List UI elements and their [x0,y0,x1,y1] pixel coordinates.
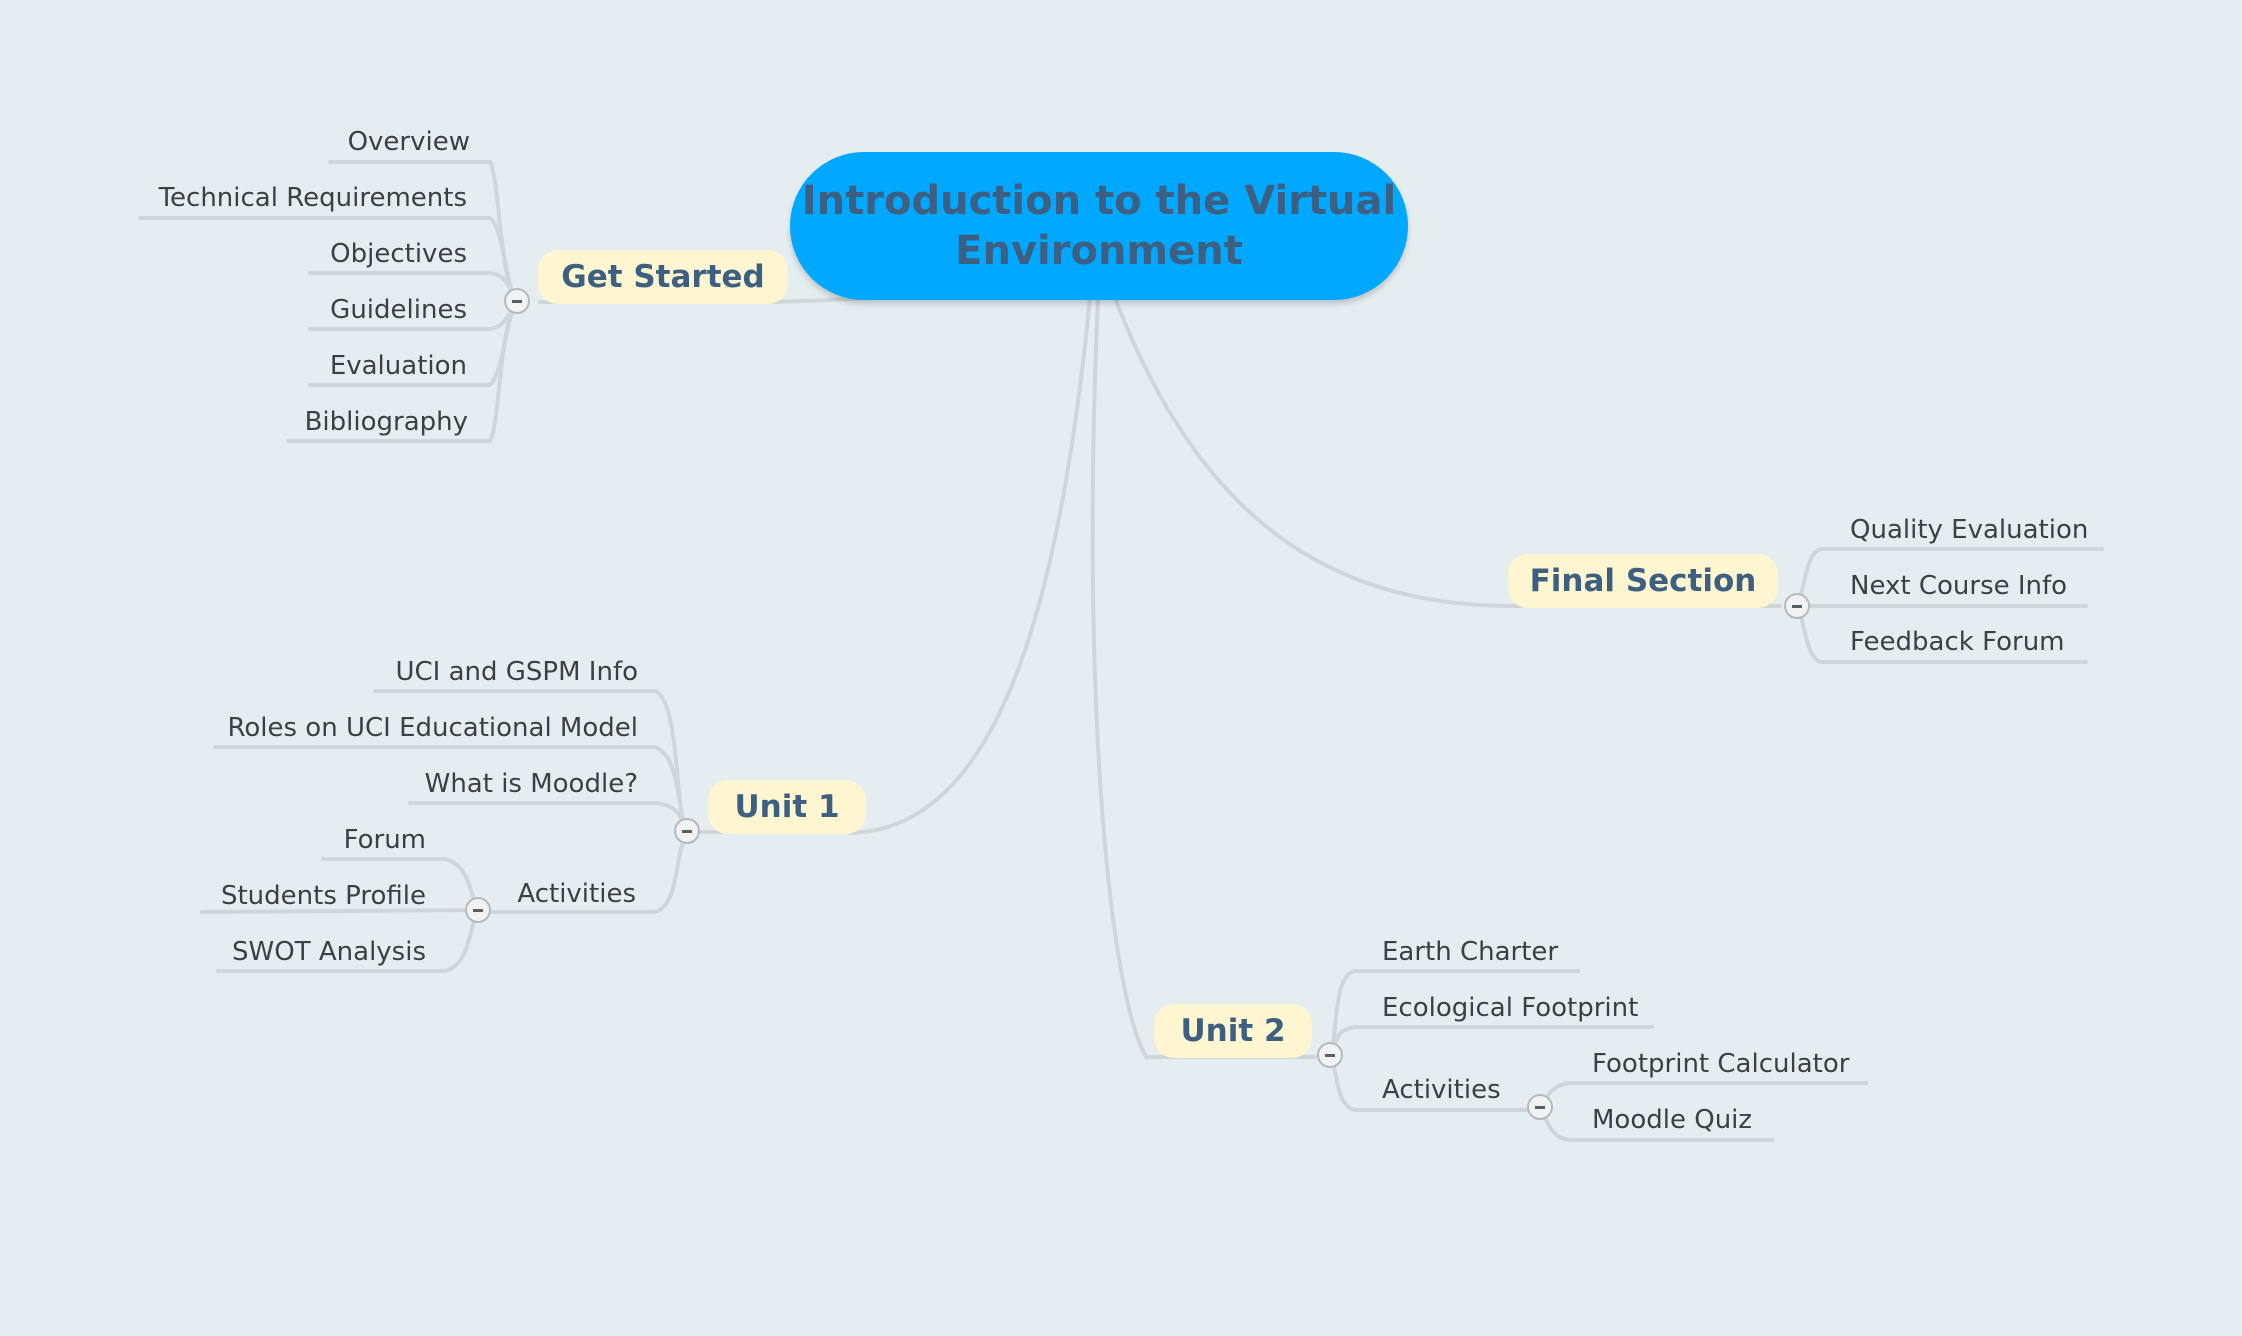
collapse-toggle-unit-1-activities[interactable] [465,897,491,923]
leaf-overview[interactable]: Overview [347,127,470,157]
leaf-what-is-moodle[interactable]: What is Moodle? [424,769,638,799]
leaf-moodle-quiz[interactable]: Moodle Quiz [1592,1105,1753,1135]
leaf-technical-requirements[interactable]: Technical Requirements [158,183,467,213]
collapse-toggle-unit-2[interactable] [1317,1042,1343,1068]
leaf-ecological-footprint[interactable]: Ecological Footprint [1382,993,1639,1023]
root-title-line1: Introduction to the Virtual [801,178,1397,224]
leaf-guidelines[interactable]: Guidelines [330,295,467,325]
branch-unit-2[interactable]: Unit 2 [1154,1004,1312,1058]
collapse-toggle-final-section[interactable] [1784,593,1810,619]
collapse-toggle-unit-1[interactable] [674,818,700,844]
leaf-earth-charter[interactable]: Earth Charter [1382,937,1559,967]
leaf-footprint-calculator[interactable]: Footprint Calculator [1592,1049,1850,1079]
leaf-roles-uci-educational-model[interactable]: Roles on UCI Educational Model [227,713,638,743]
branch-get-started[interactable]: Get Started [538,250,788,304]
branch-label: Unit 2 [1180,1013,1286,1049]
leaf-objectives[interactable]: Objectives [330,239,467,269]
branch-unit-1[interactable]: Unit 1 [708,780,866,834]
leaf-evaluation[interactable]: Evaluation [329,351,467,381]
leaf-uci-gspm-info[interactable]: UCI and GSPM Info [395,657,638,687]
root-title-line2: Environment [955,228,1243,274]
leaf-bibliography[interactable]: Bibliography [304,407,468,437]
leaf-forum[interactable]: Forum [343,825,426,855]
branch-final-section[interactable]: Final Section [1508,554,1778,608]
branch-label: Get Started [561,259,765,295]
branch-label: Unit 1 [734,789,840,825]
leaf-students-profile[interactable]: Students Profile [220,881,426,911]
leaf-feedback-forum[interactable]: Feedback Forum [1850,627,2065,657]
leaf-activities-unit-2[interactable]: Activities [1382,1075,1501,1105]
leaf-activities-unit-1[interactable]: Activities [517,879,636,909]
leaf-next-course-info[interactable]: Next Course Info [1850,571,2068,601]
leaf-swot-analysis[interactable]: SWOT Analysis [232,937,426,967]
branch-label: Final Section [1529,563,1757,599]
root-topic[interactable]: Introduction to the Virtual Environment [790,152,1408,300]
leaf-quality-evaluation[interactable]: Quality Evaluation [1850,515,2089,545]
collapse-toggle-get-started[interactable] [504,288,530,314]
collapse-toggle-unit-2-activities[interactable] [1527,1094,1553,1120]
